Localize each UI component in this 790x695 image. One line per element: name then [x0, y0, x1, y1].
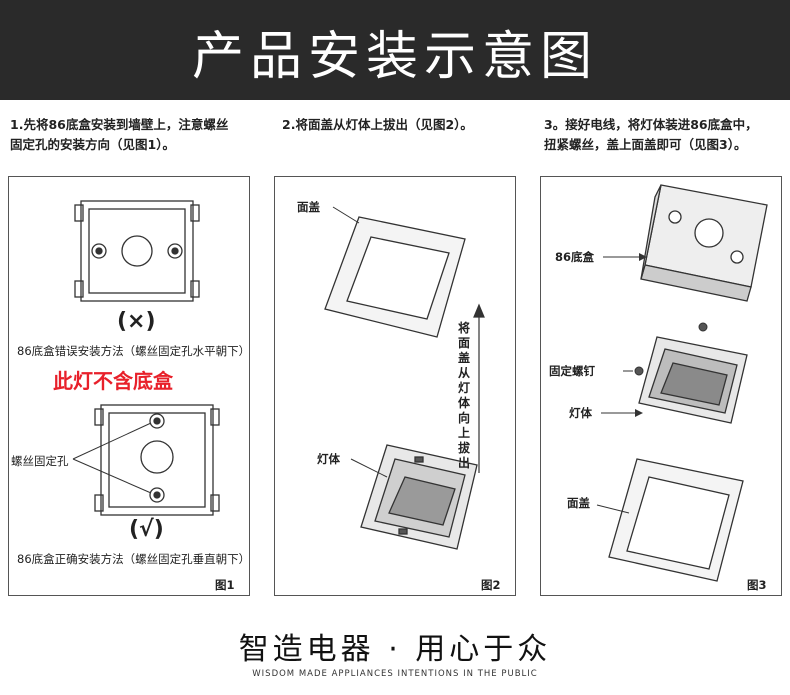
lamp-body [360, 444, 478, 550]
footer-slogan: 智造电器 · 用心于众 [238, 632, 552, 667]
lamp-body-iso [638, 336, 748, 424]
figure-2-panel: 面盖 将面盖从灯体向上拔出 灯体 图2 [274, 176, 516, 596]
header-bar: 产品安装示意图 [0, 0, 790, 100]
cover-label: 面盖 [297, 200, 320, 214]
step-2-text: 2.将面盖从灯体上拔出（见图2）。 [282, 117, 473, 132]
wall-box-wrong [74, 200, 200, 302]
wrong-caption: 86底盒错误安装方法（螺丝固定孔水平朝下） [17, 344, 251, 358]
wall-box-label: 86底盒 [555, 250, 595, 264]
pull-instruction: 将面盖从灯体向上拔出 [457, 321, 470, 470]
cover-plate-iso [608, 458, 744, 582]
fixing-screw-label: 固定螺钉 [549, 364, 595, 378]
page-title: 产品安装示意图 [191, 27, 598, 87]
figure-3-label: 图3 [747, 578, 767, 592]
figure-3-panel: 86底盒 固定螺钉 灯体 面盖 图3 [540, 176, 782, 596]
cover-plate [324, 216, 466, 338]
lamp-body-label: 灯体 [569, 406, 592, 420]
footer-subtitle: WISDOM MADE APPLIANCES INTENTIONS IN THE… [252, 669, 538, 679]
step-3-text: 3。接好电线，将灯体装进86底盒中， 扭紧螺丝，盖上面盖即可（见图3）。 [544, 117, 758, 152]
figure-1-drawing [72, 200, 220, 516]
wall-box-iso [640, 184, 768, 302]
figure-1-label: 图1 [215, 578, 235, 592]
figure-1-panel: (×) 86底盒错误安装方法（螺丝固定孔水平朝下） 此灯不含底盒 螺丝固定孔 (… [8, 176, 250, 596]
cover-label: 面盖 [567, 496, 590, 510]
no-box-notice: 此灯不含底盒 [53, 369, 173, 393]
step-1-text: 1.先将86底盒安装到墙壁上，注意螺丝 固定孔的安装方向（见图1）。 [10, 117, 229, 152]
screw-hole-pointers [72, 422, 152, 494]
right-caption: 86底盒正确安装方法（螺丝固定孔垂直朝下） [17, 552, 251, 566]
figure-2-label: 图2 [481, 578, 501, 592]
figure-3-drawing [596, 184, 768, 582]
fixing-screws [634, 322, 708, 376]
right-mark: (√) [129, 517, 164, 542]
wrong-mark: (×) [117, 309, 156, 334]
pull-arrow [473, 303, 485, 473]
screw-hole-label: 螺丝固定孔 [11, 454, 69, 468]
figure-2-drawing [324, 206, 485, 550]
lamp-body-label: 灯体 [317, 452, 340, 466]
wall-box-right [94, 404, 220, 516]
